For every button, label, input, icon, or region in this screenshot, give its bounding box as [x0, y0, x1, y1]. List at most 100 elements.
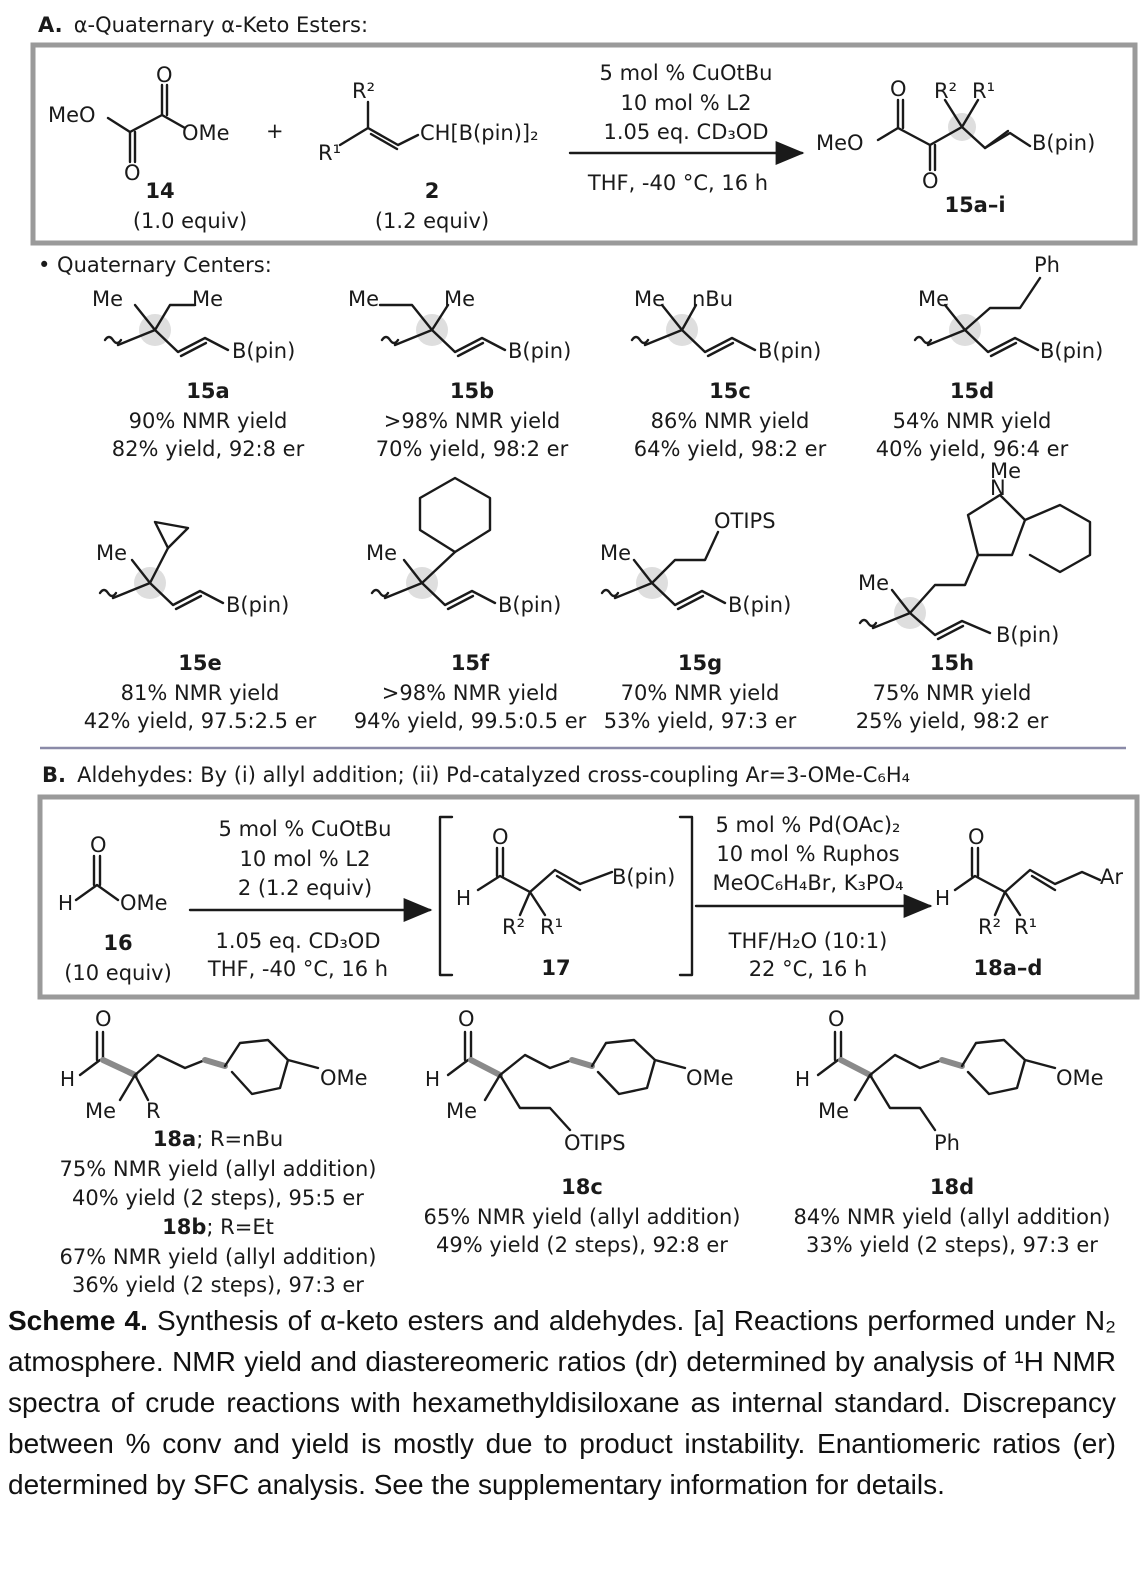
svg-text:B(pin): B(pin) [508, 339, 571, 363]
svg-text:Me: Me [990, 459, 1021, 483]
figure-caption: Scheme 4. Synthesis of α-keto esters and… [8, 1300, 1116, 1505]
product-18a-data: 18a; R=nBu 75% NMR yield (allyl addition… [60, 1127, 377, 1210]
reactant-16-label: 16 [103, 931, 132, 955]
svg-text:25% yield, 98:2 er: 25% yield, 98:2 er [856, 709, 1049, 733]
product-18a: O H OMe Me R [60, 1007, 368, 1123]
svg-text:THF/H₂O (10:1): THF/H₂O (10:1) [728, 929, 888, 953]
product-15b: Me Me B(pin) [348, 287, 571, 363]
svg-text:94% yield, 99.5:0.5 er: 94% yield, 99.5:0.5 er [354, 709, 587, 733]
svg-text:O: O [922, 169, 939, 193]
product-15-label: 15a–i [944, 193, 1005, 217]
svg-text:O: O [124, 161, 141, 185]
svg-text:1.05 eq. CD₃OD: 1.05 eq. CD₃OD [216, 929, 381, 953]
svg-text:MeO: MeO [816, 131, 864, 155]
svg-text:nBu: nBu [692, 287, 733, 311]
reactant-2-structure: R² R¹ CH[B(pin)]₂ [318, 79, 539, 165]
conditions-b1: 5 mol % CuOtBu 10 mol % L2 2 (1.2 equiv)… [207, 817, 392, 981]
svg-text:70% NMR yield: 70% NMR yield [621, 681, 780, 705]
svg-text:B(pin): B(pin) [758, 339, 821, 363]
svg-text:18c: 18c [561, 1175, 603, 1199]
reactant-2-label: 2 [425, 179, 440, 203]
svg-text:53% yield, 97:3 er: 53% yield, 97:3 er [604, 709, 797, 733]
svg-text:10 mol % L2: 10 mol % L2 [240, 847, 371, 871]
reactant-16-structure: O H OMe [58, 833, 168, 915]
section-a-box [30, 42, 1138, 246]
svg-text:81% NMR yield: 81% NMR yield [121, 681, 280, 705]
svg-text:OMe: OMe [120, 891, 168, 915]
svg-text:MeO: MeO [48, 103, 96, 127]
product-15d-data: 15d 54% NMR yield 40% yield, 96:4 er [876, 379, 1069, 461]
svg-text:R²: R² [978, 915, 1001, 939]
svg-text:18d: 18d [930, 1175, 974, 1199]
svg-text:O: O [968, 825, 985, 849]
product-18b-data: 18b; R=Et 67% NMR yield (allyl addition)… [60, 1215, 377, 1297]
svg-text:Ph: Ph [1034, 253, 1060, 277]
svg-text:36% yield (2 steps), 97:3 er: 36% yield (2 steps), 97:3 er [72, 1273, 364, 1297]
product-15f: Me B(pin) [366, 476, 561, 617]
svg-text:B(pin): B(pin) [728, 593, 791, 617]
svg-text:5 mol % CuOtBu: 5 mol % CuOtBu [219, 817, 392, 841]
svg-text:Me: Me [444, 287, 475, 311]
svg-text:N: N [990, 476, 1006, 500]
product-15h-data: 15h 75% NMR yield 25% yield, 98:2 er [856, 651, 1049, 733]
reaction-scheme: A. α-Quaternary α-Keto Esters: MeO OMe O… [30, 13, 1140, 1297]
svg-text:O: O [458, 1007, 475, 1031]
section-a-title: A. α-Quaternary α-Keto Esters: [38, 13, 368, 37]
svg-text:H: H [425, 1067, 440, 1091]
svg-text:49% yield (2 steps), 92:8 er: 49% yield (2 steps), 92:8 er [436, 1233, 728, 1257]
svg-text:R¹: R¹ [318, 141, 341, 165]
svg-text:O: O [890, 77, 907, 101]
svg-text:B(pin): B(pin) [612, 865, 675, 889]
svg-text:CH[B(pin)]₂: CH[B(pin)]₂ [420, 121, 539, 145]
svg-text:Me: Me [446, 1099, 477, 1123]
svg-text:64% yield, 98:2 er: 64% yield, 98:2 er [634, 437, 827, 461]
svg-text:O: O [156, 63, 173, 87]
svg-text:THF, -40 °C, 16 h: THF, -40 °C, 16 h [207, 957, 388, 981]
svg-text:67% NMR yield (allyl addition): 67% NMR yield (allyl addition) [60, 1245, 377, 1269]
caption-lead: Scheme 4. [8, 1305, 148, 1336]
reactant-16-equiv: (10 equiv) [64, 961, 172, 985]
svg-text:B(pin): B(pin) [996, 623, 1059, 647]
svg-text:R²: R² [502, 915, 525, 939]
reactant-2-equiv: (1.2 equiv) [375, 209, 489, 233]
section-b-box [37, 794, 1140, 1000]
product-15h: Me N Me B(pin) [858, 459, 1092, 647]
reactant-14-structure: MeO OMe O O [48, 63, 230, 185]
bracket-left [438, 815, 454, 977]
svg-text:Me: Me [96, 541, 127, 565]
svg-text:15f: 15f [451, 651, 490, 675]
caption-text: Synthesis of α-keto esters and aldehydes… [8, 1305, 1116, 1500]
svg-text:40% yield (2 steps), 95:5 er: 40% yield (2 steps), 95:5 er [72, 1186, 364, 1210]
intermediate-17-structure: O H B(pin) R² R¹ [456, 825, 675, 939]
svg-text:Me: Me [366, 541, 397, 565]
svg-text:OMe: OMe [686, 1066, 734, 1090]
product-15g-data: 15g 70% NMR yield 53% yield, 97:3 er [604, 651, 797, 733]
svg-text:15d: 15d [950, 379, 994, 403]
svg-text:15b: 15b [450, 379, 494, 403]
reactant-14-label: 14 [145, 179, 174, 203]
svg-text:>98% NMR yield: >98% NMR yield [382, 681, 558, 705]
quaternary-centers-heading: • Quaternary Centers: [38, 253, 272, 277]
svg-text:Me: Me [192, 287, 223, 311]
product-15e: Me B(pin) [96, 520, 289, 617]
svg-text:Me: Me [634, 287, 665, 311]
section-b-title: B. Aldehydes: By (i) allyl addition; (ii… [42, 763, 910, 787]
svg-text:Me: Me [918, 287, 949, 311]
svg-text:Me: Me [92, 287, 123, 311]
plus-sign: + [266, 119, 284, 143]
product-18d-data: 18d 84% NMR yield (allyl addition) 33% y… [794, 1175, 1111, 1257]
svg-text:B(pin): B(pin) [1032, 131, 1095, 155]
product-18d: O H OMe Me Ph [795, 1007, 1104, 1155]
svg-text:H: H [58, 891, 73, 915]
product-15f-data: 15f >98% NMR yield 94% yield, 99.5:0.5 e… [354, 651, 587, 733]
svg-text:H: H [456, 886, 471, 910]
svg-text:Ph: Ph [934, 1131, 960, 1155]
svg-text:10 mol % Ruphos: 10 mol % Ruphos [716, 842, 899, 866]
svg-text:84% NMR yield (allyl addition): 84% NMR yield (allyl addition) [794, 1205, 1111, 1229]
product-18c-data: 18c 65% NMR yield (allyl addition) 49% y… [424, 1175, 741, 1257]
svg-text:86% NMR yield: 86% NMR yield [651, 409, 810, 433]
svg-text:B(pin): B(pin) [1040, 339, 1103, 363]
svg-text:OTIPS: OTIPS [714, 509, 776, 533]
svg-text:15e: 15e [178, 651, 221, 675]
svg-text:33% yield (2 steps), 97:3 er: 33% yield (2 steps), 97:3 er [806, 1233, 1098, 1257]
